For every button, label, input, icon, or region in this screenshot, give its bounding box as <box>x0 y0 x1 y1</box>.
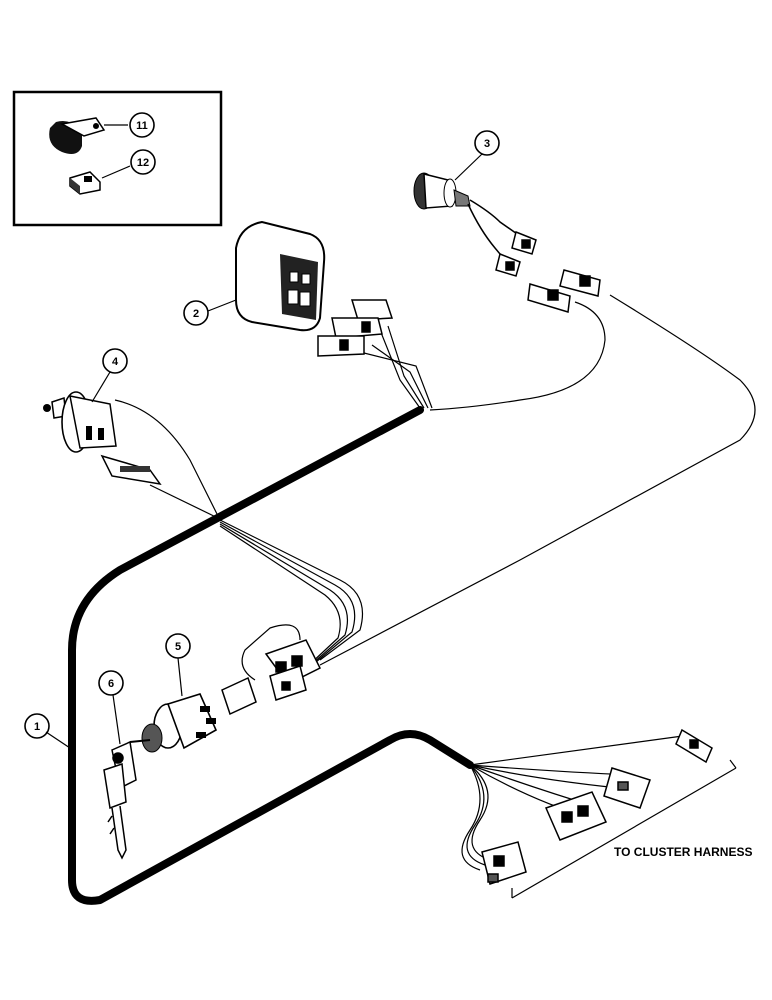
cluster-harness-bracket <box>511 759 737 899</box>
connector-icon <box>69 171 101 195</box>
callout-2-label: 2 <box>193 308 199 320</box>
callout-2: 2 <box>183 299 237 326</box>
ignition-switch-icon <box>141 693 218 753</box>
clip-icon <box>49 117 106 154</box>
inset-detail-box: 11 12 <box>12 90 223 227</box>
main-harness-trunk <box>68 406 474 905</box>
callout-3-label: 3 <box>484 138 490 150</box>
callout-1: 1 <box>24 713 71 749</box>
center-connector-icon <box>221 639 322 716</box>
callout-5: 5 <box>165 633 191 697</box>
callout-11-label: 11 <box>136 120 148 132</box>
harness-wires <box>114 294 756 871</box>
callout-12-circle <box>130 149 156 175</box>
callout-6: 6 <box>98 670 124 745</box>
callout-11-circle <box>129 112 155 138</box>
relay-module-icon <box>235 220 394 357</box>
callout-4-label: 4 <box>112 356 119 368</box>
callout-5-label: 5 <box>175 641 181 653</box>
callout-1-label: 1 <box>34 721 40 733</box>
key-set-icon <box>103 739 151 860</box>
callout-3: 3 <box>454 130 500 181</box>
callout-4: 4 <box>91 348 128 403</box>
pressure-switch-icon <box>43 391 162 486</box>
callout-6-label: 6 <box>108 678 114 690</box>
cluster-connectors-icon <box>481 728 713 885</box>
to-cluster-harness-label: TO CLUSTER HARNESS <box>614 845 752 859</box>
sender-switch-icon <box>413 172 601 313</box>
callout-12-label: 12 <box>137 157 149 169</box>
